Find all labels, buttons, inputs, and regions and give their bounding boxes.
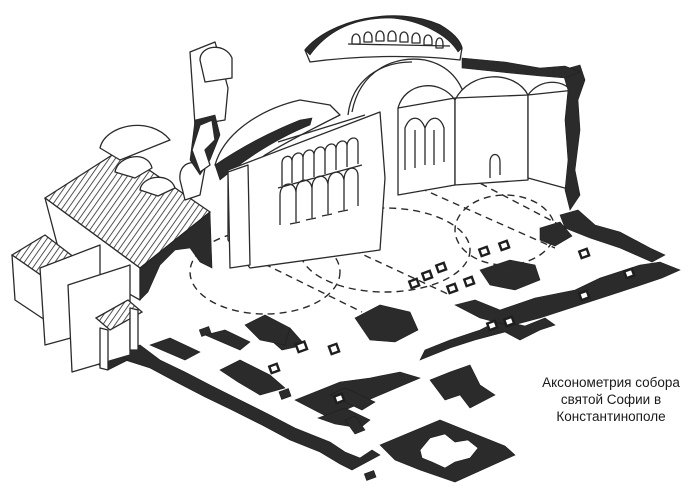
plan-column xyxy=(462,275,476,288)
east-roof-section xyxy=(461,57,581,79)
plan-baptistery xyxy=(379,419,516,483)
east-arch-2 xyxy=(454,76,529,186)
nave-north-wall xyxy=(227,111,386,269)
plan-column xyxy=(407,277,421,290)
plan-column xyxy=(420,269,434,282)
great-arch-inner xyxy=(347,61,413,116)
plan-column xyxy=(445,282,459,295)
great-arch xyxy=(351,58,468,113)
plan-pier-se xyxy=(354,304,419,343)
plan-wall-nw xyxy=(149,337,201,361)
plan-wall-east-range xyxy=(419,317,556,361)
west-tower-cap xyxy=(199,46,233,83)
porch-posts xyxy=(99,307,139,371)
plan-wall-east-court xyxy=(429,364,496,409)
main-structure xyxy=(189,15,586,269)
plan-column xyxy=(198,326,212,337)
nave-step-block xyxy=(191,119,216,173)
plan-pier-sw xyxy=(244,314,291,346)
ground-arcade xyxy=(279,167,359,225)
vault-line xyxy=(469,177,561,226)
plan-wall-aisle-1 xyxy=(204,329,251,351)
dome-windows xyxy=(347,30,451,49)
west-annex xyxy=(10,124,213,373)
plan-column xyxy=(497,239,511,252)
east-door xyxy=(489,153,501,178)
figure-caption: Аксонометрия собора святой Софии в Конст… xyxy=(528,374,694,425)
plan-wall-aisle-2 xyxy=(219,359,286,396)
plan-column xyxy=(485,319,499,332)
east-wall-section xyxy=(561,64,586,211)
dome-section-dark xyxy=(304,15,463,56)
east-cornice xyxy=(397,89,576,109)
plan-column xyxy=(502,315,516,328)
annex-dark-arch xyxy=(139,211,213,301)
floor-plan xyxy=(89,209,681,483)
plan-wall-north-corner xyxy=(559,209,666,263)
caption-line-3: Константинополе xyxy=(556,409,666,424)
caption-line-2: святой Софии в xyxy=(560,392,662,407)
west-semidome-section xyxy=(214,117,313,181)
plan-column xyxy=(434,261,448,274)
annex-half-dome-3 xyxy=(139,176,176,197)
plan-pier-e xyxy=(479,259,541,291)
plan-narthex-bar-1 xyxy=(344,415,366,435)
plan-column xyxy=(363,470,377,481)
east-arch-1 xyxy=(397,85,456,196)
caption-line-1: Аксонометрия собора xyxy=(542,375,680,390)
nave-pier-left xyxy=(227,164,251,269)
dome-projection-east xyxy=(454,194,556,266)
vault-line xyxy=(419,187,556,249)
plan-wall-east-long xyxy=(454,261,681,327)
exedra-columns xyxy=(404,117,445,170)
annex-half-dome-2 xyxy=(114,156,153,179)
plan-column xyxy=(577,289,591,302)
plan-column xyxy=(577,247,591,260)
plan-column xyxy=(477,245,491,258)
annex-half-dome xyxy=(99,124,171,161)
plan-column xyxy=(327,342,341,356)
plan-column xyxy=(622,267,636,280)
plan-wall-south xyxy=(117,344,381,471)
plan-column xyxy=(332,392,346,405)
plan-column xyxy=(278,388,292,400)
plan-column xyxy=(294,339,309,354)
plan-column xyxy=(267,362,281,375)
